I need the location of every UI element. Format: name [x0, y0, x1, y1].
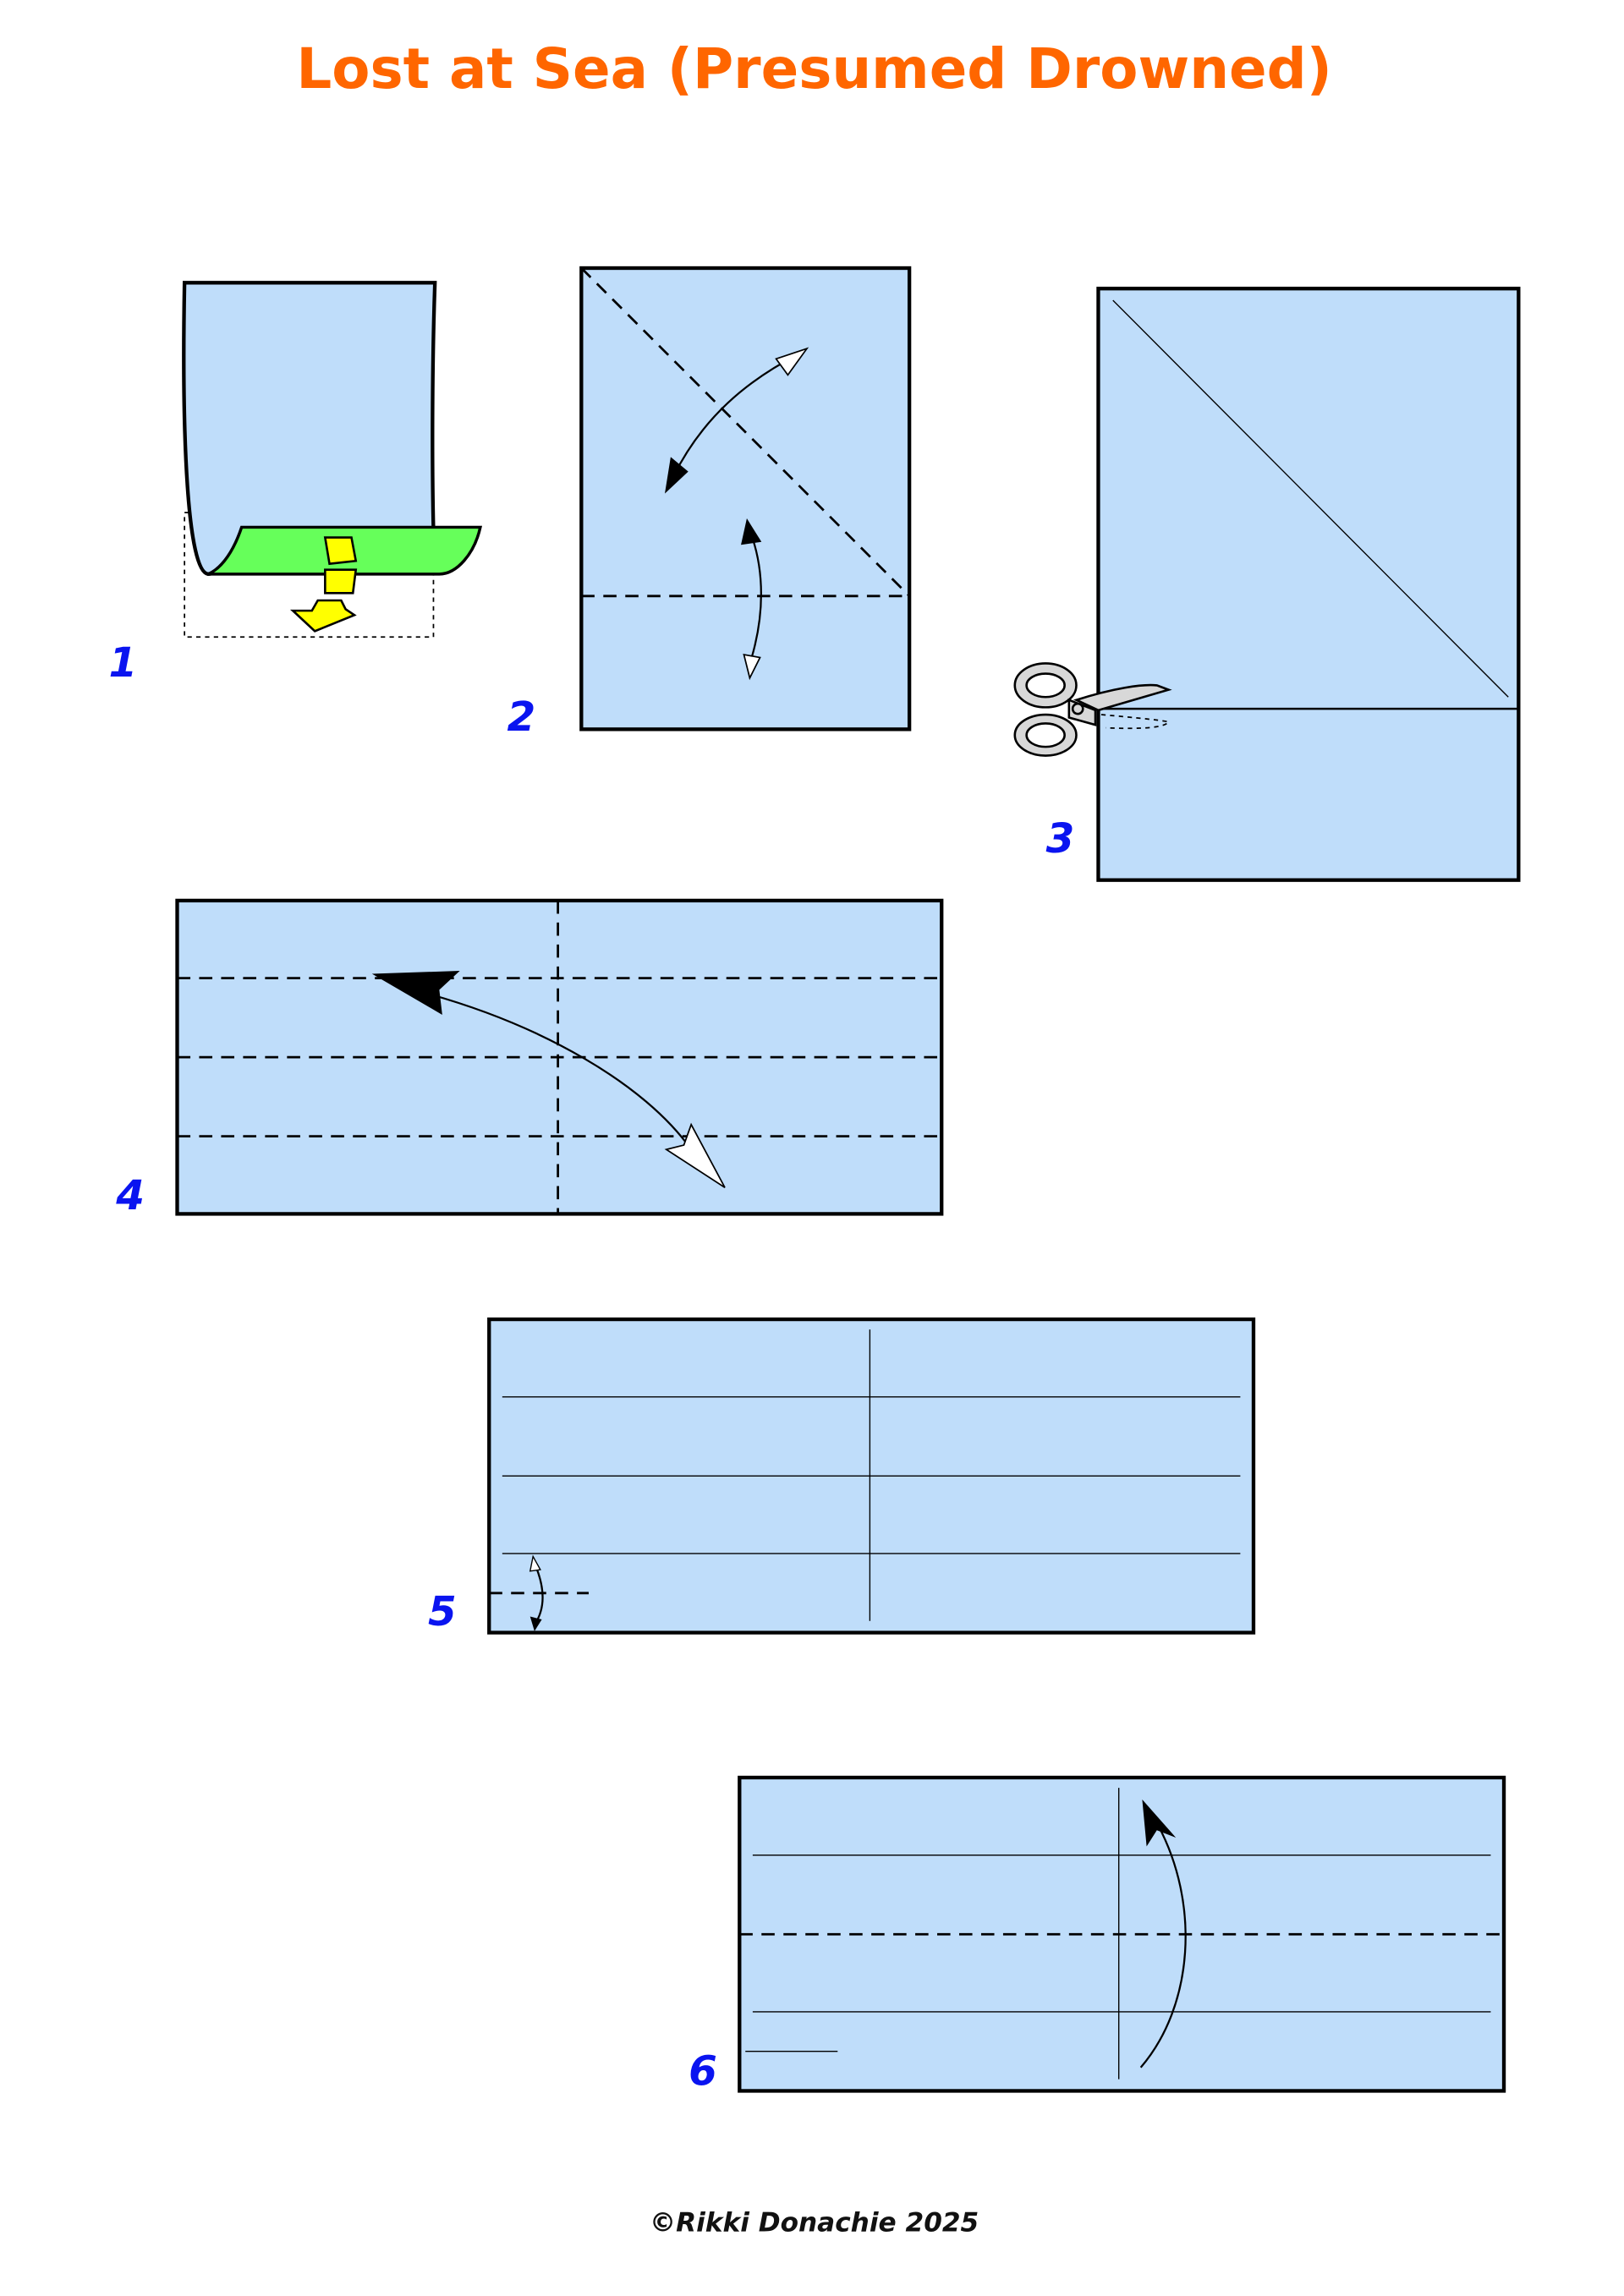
paper-sheet: [1096, 287, 1521, 882]
arrowhead-icon: [371, 971, 460, 1015]
fold-unfold-arrow: [750, 534, 762, 660]
arrowhead-icon: [529, 1616, 542, 1631]
arrowhead-icon: [743, 653, 761, 681]
step-number: 6: [689, 2048, 717, 2096]
page-title: Lost at Sea (Presumed Drowned): [296, 36, 1331, 101]
step-5: 5: [428, 1317, 1256, 1636]
arrowhead-icon: [529, 1554, 541, 1572]
paper-sheet: [579, 266, 912, 732]
step-number: 1: [109, 639, 138, 687]
arrowhead-icon: [665, 457, 689, 494]
fold-unfold-arrow: [424, 991, 693, 1150]
scissors-icon: [1013, 662, 1172, 757]
step-4: 4: [115, 898, 944, 1219]
step-6: 6: [689, 1775, 1506, 2096]
step-number: 5: [428, 1588, 457, 1636]
diagonal-crease: [1112, 299, 1509, 698]
arrowhead-icon: [775, 347, 809, 376]
arrowhead-icon: [664, 1122, 726, 1188]
step-number: 2: [507, 693, 535, 741]
fold-unfold-arrow: [535, 1566, 544, 1624]
step-1: 1: [109, 281, 483, 687]
push-arrow-icon: [289, 536, 358, 633]
copyright: ©Rikki Donachie 2025: [650, 2208, 979, 2238]
fold-arrow: [1139, 1822, 1187, 2069]
step-number: 4: [115, 1172, 145, 1219]
step-number: 3: [1046, 815, 1075, 863]
cut-path: [1100, 714, 1170, 730]
diagonal-valley-fold: [580, 267, 911, 597]
step-3: 3: [1013, 287, 1521, 882]
arrowhead-icon: [741, 518, 762, 545]
step-2: 2: [507, 266, 912, 741]
arrowhead-icon: [1142, 1799, 1177, 1847]
